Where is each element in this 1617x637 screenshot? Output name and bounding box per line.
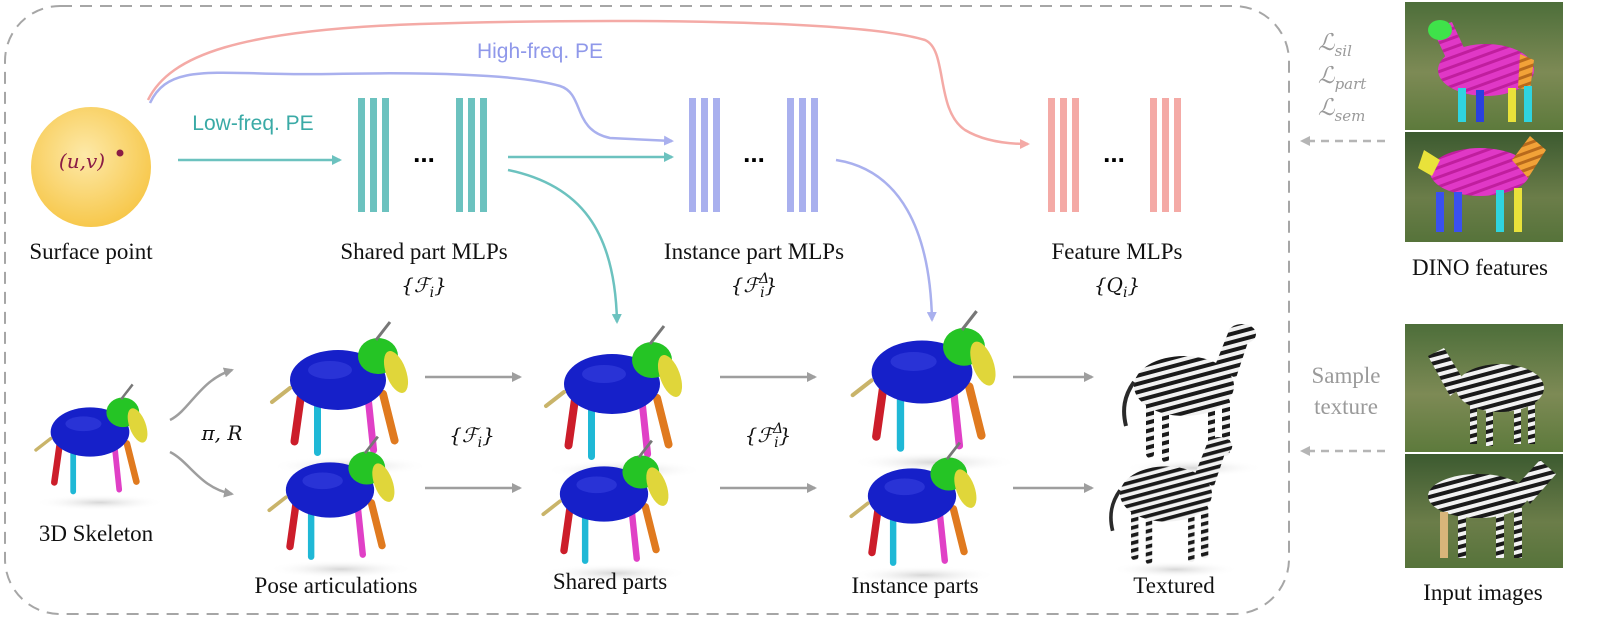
instance-mlp-label: Instance part MLPs xyxy=(664,239,844,264)
skeleton-model xyxy=(32,382,168,513)
shared-mlp-label: Shared part MLPs xyxy=(340,239,507,264)
pose-arrow-upper xyxy=(169,367,234,422)
loss-sil: ℒsil xyxy=(1318,30,1352,60)
feature-mlp-block: ... xyxy=(1048,98,1181,212)
sample-texture-label-1: Sample xyxy=(1312,363,1381,388)
shared-mlp-symbol: {ℱi} xyxy=(401,273,447,301)
shared-mlp-block: ... xyxy=(358,98,487,212)
shared-op-symbol: {ℱi} xyxy=(449,423,495,451)
feature-mlp-label: Feature MLPs xyxy=(1052,239,1183,264)
ellipsis: ... xyxy=(1103,138,1125,168)
instance-to-parts-arrow xyxy=(835,158,937,322)
instance-parts-top xyxy=(851,311,1019,473)
surface-point-label: Surface point xyxy=(29,239,153,264)
loss-terms: ℒsil ℒpart ℒsem xyxy=(1318,30,1367,125)
high-freq-label: High-freq. PE xyxy=(477,40,603,63)
loss-sem: ℒsem xyxy=(1318,95,1365,125)
dino-features-label: DINO features xyxy=(1412,255,1548,280)
framework-frame xyxy=(4,5,1290,615)
low-freq-label: Low-freq. PE xyxy=(192,112,313,135)
textured-zebra-top xyxy=(1122,322,1266,479)
sample-texture-label-2: texture xyxy=(1314,394,1378,419)
shared-parts-top xyxy=(542,324,706,482)
stage-label-instance: Instance parts xyxy=(851,573,978,598)
ellipsis: ... xyxy=(413,138,435,168)
pose-params: π, R xyxy=(201,421,243,445)
high-freq-arrow xyxy=(148,71,674,146)
feature-pe-arrow xyxy=(146,19,1030,149)
textured-zebra-bottom xyxy=(1108,435,1242,580)
dino-feature-images xyxy=(1405,2,1563,242)
uv-coordinate: (u,v) xyxy=(59,149,105,173)
shared-to-parts-arrow xyxy=(507,168,622,324)
point-dot xyxy=(116,149,124,157)
ellipsis: ... xyxy=(743,138,765,168)
skeleton-label: 3D Skeleton xyxy=(39,521,154,546)
input-images-label: Input images xyxy=(1423,580,1542,605)
pose-arrow-lower xyxy=(169,450,234,498)
pose-model-top xyxy=(268,320,432,478)
loss-part: ℒpart xyxy=(1318,63,1367,93)
stage-label-pose: Pose articulations xyxy=(255,573,418,598)
input-images xyxy=(1405,324,1563,568)
surface-point-sphere: (u,v) xyxy=(31,107,151,227)
feature-mlp-symbol: {Qi} xyxy=(1094,273,1140,301)
stage-label-textured: Textured xyxy=(1133,573,1215,598)
instance-mlp-block: ... xyxy=(689,98,818,212)
stage-label-shared: Shared parts xyxy=(553,569,667,594)
